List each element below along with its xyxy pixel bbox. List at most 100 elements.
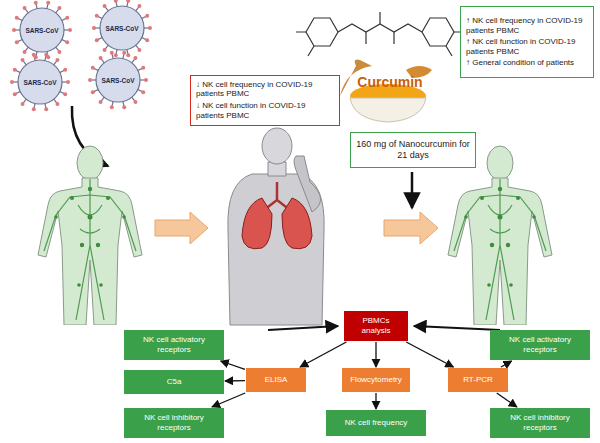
coughing-patient <box>228 128 324 325</box>
spike-tip <box>57 6 61 10</box>
spike-tip <box>13 68 17 72</box>
spike-tip <box>145 38 149 42</box>
spike-tip <box>99 100 103 104</box>
sample-arrow <box>414 326 500 330</box>
spike-tip <box>148 26 152 30</box>
box-text: NK cell inhibitory receptors <box>496 413 584 432</box>
spike-tip <box>23 6 27 10</box>
spike-tip <box>12 28 16 32</box>
spike-tip <box>44 53 48 57</box>
box-text: 160 mg of Nanocurcumin for 21 days <box>356 139 470 161</box>
spike-tip <box>122 105 126 109</box>
result-box: NK cell activatory receptors <box>124 330 224 360</box>
sample-arrow <box>268 326 338 330</box>
box-text: PBMCs analysis <box>350 316 402 335</box>
spike-tip <box>68 28 72 32</box>
connector-arrow <box>501 361 512 367</box>
box-text: ↓ NK cell function in COVID-19 patients … <box>196 101 334 120</box>
spike-tip <box>65 16 69 20</box>
spike-tip <box>91 66 95 70</box>
connector-arrow <box>406 342 453 367</box>
spike-tip <box>133 56 137 60</box>
spike-tip <box>122 51 126 55</box>
spike-tip <box>141 66 145 70</box>
virus-label: SARS-CoV <box>101 77 134 84</box>
patient-body <box>448 146 552 325</box>
result-box: C5a <box>124 370 224 394</box>
box-text: NK cell activatory receptors <box>130 335 218 354</box>
spike-tip <box>10 80 14 84</box>
box-text: ELISA <box>252 375 300 385</box>
result-box: NK cell frequency <box>326 410 426 436</box>
spike-tip <box>32 107 36 111</box>
spike-tip <box>21 102 25 106</box>
treatment-arrow <box>411 172 414 208</box>
spike-tip <box>21 58 25 62</box>
spike-tip <box>55 102 59 106</box>
spike-tip <box>91 90 95 94</box>
spike-tip <box>144 78 148 82</box>
virus-label: SARS-CoV <box>25 27 58 34</box>
box-text: RT-PCR <box>454 375 502 385</box>
method-box: RT-PCR <box>448 368 508 392</box>
finding-box: ↓ NK cell frequency in COVID-19 patients… <box>190 75 340 126</box>
spike-tip <box>63 92 67 96</box>
analysis-box: PBMCs analysis <box>344 311 408 341</box>
connector-arrow <box>221 361 245 369</box>
box-text: ↑ NK cell frequency in COVID-19 patients… <box>466 16 588 35</box>
connector-arrow <box>375 393 376 409</box>
outcome-box: ↑ NK cell frequency in COVID-19 patients… <box>460 6 594 78</box>
spike-tip <box>103 48 107 52</box>
spike-tip <box>114 53 118 57</box>
image-label: Curcumin <box>357 74 422 90</box>
progress-arrow <box>155 212 208 244</box>
spike-tip <box>114 0 118 3</box>
spike-tip <box>23 50 27 54</box>
spike-tip <box>145 14 149 18</box>
spike-tip <box>15 16 19 20</box>
result-box: NK cell inhibitory receptors <box>124 408 224 438</box>
spike-tip <box>66 80 70 84</box>
spike-tip <box>46 1 50 5</box>
box-text: NK cell inhibitory receptors <box>130 413 218 432</box>
spike-tip <box>88 78 92 82</box>
spike-tip <box>133 100 137 104</box>
spike-tip <box>92 26 96 30</box>
spike-tip <box>137 4 141 8</box>
spike-tip <box>110 105 114 109</box>
spike-tip <box>55 58 59 62</box>
connector-arrow <box>375 342 376 367</box>
spike-tip <box>126 53 130 57</box>
box-text: C5a <box>130 377 218 387</box>
spike-tip <box>57 50 61 54</box>
spike-tip <box>141 90 145 94</box>
progress-arrow <box>384 212 438 244</box>
spike-tip <box>99 56 103 60</box>
spike-tip <box>126 0 130 3</box>
spike-tip <box>103 4 107 8</box>
connector-arrow <box>212 393 245 407</box>
result-box: NK cell activatory receptors <box>490 330 590 360</box>
result-box: NK cell inhibitory receptors <box>490 408 590 438</box>
connector-arrow <box>300 342 346 367</box>
spike-tip <box>95 38 99 42</box>
spike-tip <box>34 1 38 5</box>
spike-tip <box>95 14 99 18</box>
virus-label: SARS-CoV <box>23 79 56 86</box>
spike-tip <box>63 68 67 72</box>
patient-body <box>38 146 142 325</box>
box-text: ↑ NK cell function in COVID-19 patients … <box>466 37 588 56</box>
spike-tip <box>13 92 17 96</box>
method-box: Flowcytometry <box>342 368 410 392</box>
virus-particles <box>10 0 152 111</box>
box-text: Flowcytometry <box>348 375 404 385</box>
treatment-box: 160 mg of Nanocurcumin for 21 days <box>350 132 476 168</box>
connector-arrow <box>225 380 245 382</box>
curcumin-molecule <box>296 12 464 56</box>
curcumin-bowl <box>340 60 432 122</box>
box-text: NK cell frequency <box>332 418 420 428</box>
box-text: ↓ NK cell frequency in COVID-19 patients… <box>196 80 334 99</box>
box-text: NK cell activatory receptors <box>496 335 584 354</box>
spike-tip <box>110 51 114 55</box>
spike-tip <box>65 40 69 44</box>
